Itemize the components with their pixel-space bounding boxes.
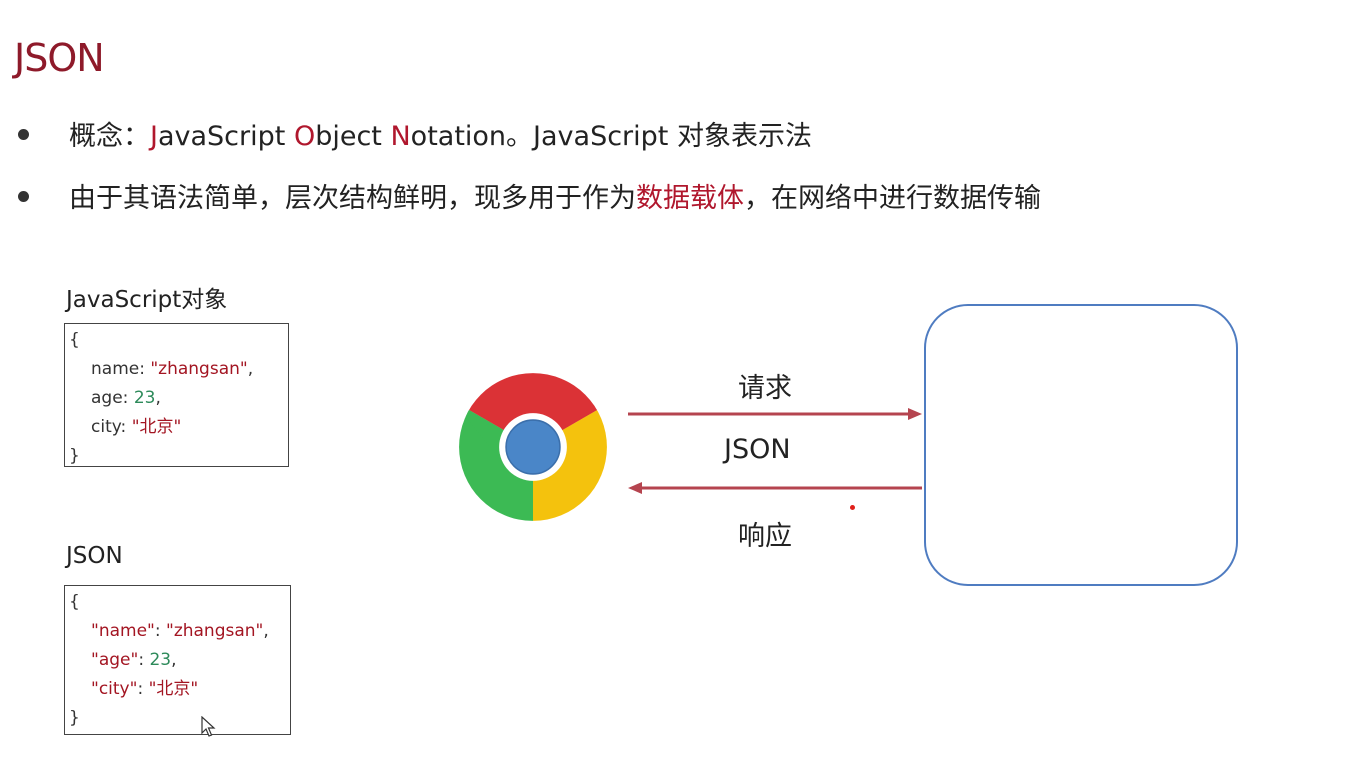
code-close-brace: }: [69, 708, 80, 728]
initial-j: J: [150, 121, 158, 152]
code-line-city: "city": "北京": [91, 679, 199, 699]
usage-highlight: 数据载体: [636, 183, 744, 214]
code-open-brace: {: [69, 330, 80, 350]
code-close-brace: }: [69, 446, 80, 466]
concept-suffix: 。JavaScript 对象表示法: [506, 121, 812, 152]
slide-title: JSON: [14, 36, 105, 80]
code-line-name: "name": "zhangsan",: [91, 621, 269, 641]
bullet-dot: [18, 129, 29, 140]
code-line-name: name: "zhangsan",: [91, 359, 254, 379]
concept-javascript: avaScript: [157, 121, 294, 152]
concept-prefix: 概念：: [69, 121, 150, 152]
usage-after: ，在网络中进行数据传输: [744, 183, 1041, 214]
server-box: [924, 304, 1238, 586]
json-label: JSON: [724, 434, 791, 465]
js-object-code-box: { name: "zhangsan", age: 23, city: "北京" …: [64, 323, 289, 467]
chrome-browser-icon: [459, 373, 607, 521]
json-caption: JSON: [66, 543, 123, 569]
code-open-brace: {: [69, 592, 80, 612]
code-line-age: "age": 23,: [91, 650, 177, 670]
concept-notation: otation: [410, 121, 507, 152]
request-label: 请求: [738, 373, 792, 404]
code-line-age: age: 23,: [91, 388, 161, 408]
usage-before: 由于其语法简单，层次结构鲜明，现多用于作为: [69, 183, 636, 214]
bullet-usage: 由于其语法简单，层次结构鲜明，现多用于作为数据载体，在网络中进行数据传输: [18, 176, 1041, 215]
js-object-caption: JavaScript对象: [66, 287, 228, 313]
initial-o: O: [293, 121, 316, 152]
bullet-dot: [18, 191, 29, 202]
json-code-box: { "name": "zhangsan", "age": 23, "city":…: [64, 585, 291, 735]
code-line-city: city: "北京": [91, 417, 182, 437]
concept-object: bject: [315, 121, 391, 152]
initial-n: N: [390, 121, 411, 152]
mouse-cursor-icon: [201, 716, 216, 737]
bullet-concept: 概念：JavaScript Object Notation。JavaScript…: [18, 114, 812, 153]
laser-pointer-dot: [850, 505, 855, 510]
response-label: 响应: [738, 521, 792, 552]
